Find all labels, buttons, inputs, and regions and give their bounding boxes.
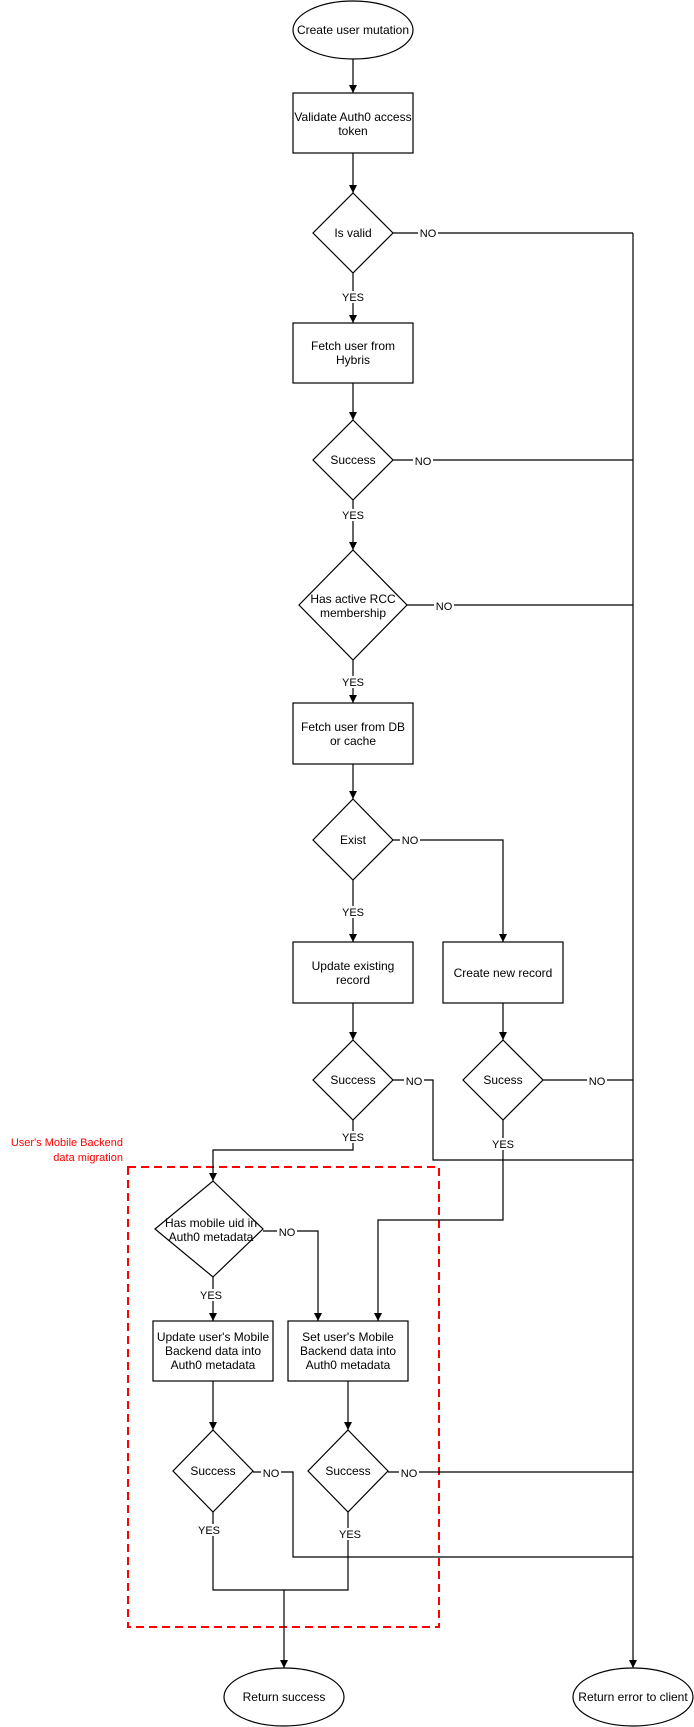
label-isvalid-yes: YES	[342, 292, 364, 304]
exist-node	[312, 798, 394, 881]
edge-exist-create	[393, 839, 507, 942]
edge-success4-no	[253, 1471, 633, 1558]
label-hasmobile-no: NO	[279, 1227, 296, 1239]
fetch-hybris-node	[292, 322, 414, 384]
update-mobile-label-line1: Update user's Mobile	[157, 1330, 270, 1344]
validate-token-node	[292, 92, 414, 154]
create-new-label: Create new record	[454, 966, 553, 980]
label-success5-no: NO	[401, 1468, 418, 1480]
fetch-db-label-line1: Fetch user from DB	[301, 720, 405, 734]
is-valid-node	[312, 192, 394, 274]
label-success2-yes: YES	[342, 1132, 364, 1144]
edge-success2-hasmobile	[209, 1120, 354, 1181]
success-4-label: Success	[190, 1464, 235, 1478]
edge-hasmobile-set	[263, 1230, 322, 1321]
label-hasrcc-yes: YES	[342, 677, 364, 689]
create-new-node	[442, 941, 564, 1004]
update-existing-label-line1: Update existing	[312, 959, 395, 973]
update-existing-node	[292, 941, 414, 1004]
node-labels: Create user mutation Validate Auth0 acce…	[157, 23, 689, 1704]
set-mobile-label-line2: Backend data into	[300, 1344, 396, 1358]
is-valid-label: Is valid	[334, 226, 371, 240]
label-exist-no: NO	[402, 835, 419, 847]
return-success-node	[223, 1667, 345, 1727]
set-mobile-node	[287, 1320, 409, 1382]
label-success4-no: NO	[263, 1468, 280, 1480]
validate-label-line2: token	[338, 124, 367, 138]
sucess-3-label: Sucess	[483, 1073, 522, 1087]
success-2-label: Success	[330, 1073, 375, 1087]
validate-label-line1: Validate Auth0 access	[294, 110, 411, 124]
label-success1-yes: YES	[342, 510, 364, 522]
start-node	[292, 0, 414, 60]
label-success4-yes: YES	[198, 1525, 220, 1537]
label-sucess3-no: NO	[589, 1076, 606, 1088]
has-rcc-label-line2: membership	[320, 606, 386, 620]
success-5-label: Success	[325, 1464, 370, 1478]
fetch-db-node	[292, 702, 414, 765]
success-1-node	[312, 419, 394, 501]
label-success2-no: NO	[406, 1076, 423, 1088]
return-error-node	[572, 1667, 694, 1727]
success-4-node	[172, 1429, 254, 1513]
update-existing-label-line2: record	[336, 973, 370, 987]
has-mobile-uid-node	[154, 1180, 264, 1278]
update-mobile-label-line3: Auth0 metadata	[171, 1358, 256, 1372]
fetch-hybris-label-line1: Fetch user from	[311, 339, 395, 353]
nodes	[152, 0, 694, 1727]
success-1-label: Success	[330, 453, 375, 467]
set-mobile-label-line1: Set user's Mobile	[302, 1330, 394, 1344]
migration-group-label-line1: User's Mobile Backend	[11, 1137, 123, 1149]
sucess-3-node	[462, 1039, 544, 1121]
update-mobile-label-line2: Backend data into	[165, 1344, 261, 1358]
update-mobile-node	[152, 1320, 274, 1382]
has-mobile-uid-label-line2: Auth0 metadata	[169, 1230, 254, 1244]
label-exist-yes: YES	[342, 907, 364, 919]
exist-label: Exist	[340, 833, 367, 847]
fetch-hybris-label-line2: Hybris	[336, 353, 370, 367]
edge-labels: NO YES NO YES NO YES NO YES NO YES NO YE…	[197, 227, 607, 1541]
set-mobile-label-line3: Auth0 metadata	[306, 1358, 391, 1372]
has-mobile-uid-label-line1: Has mobile uid in	[165, 1216, 257, 1230]
start-label: Create user mutation	[297, 23, 409, 37]
label-sucess3-yes: YES	[492, 1139, 514, 1151]
label-isvalid-no: NO	[420, 228, 437, 240]
success-2-node	[312, 1039, 394, 1121]
edges	[209, 59, 637, 1668]
edge-success4-yes	[212, 1512, 284, 1591]
success-5-node	[307, 1429, 389, 1513]
return-success-label: Return success	[243, 1690, 326, 1704]
fetch-db-label-line2: or cache	[330, 734, 376, 748]
label-success1-no: NO	[415, 456, 432, 468]
return-error-label: Return error to client	[578, 1690, 688, 1704]
edge-success5-yes	[280, 1512, 349, 1668]
has-rcc-label-line1: Has active RCC	[310, 592, 396, 606]
edge-sucess3-setmobile	[374, 1120, 504, 1321]
migration-group-label-line2: data migration	[53, 1152, 123, 1164]
label-hasrcc-no: NO	[436, 601, 453, 613]
has-rcc-node	[298, 549, 408, 661]
label-success5-yes: YES	[339, 1529, 361, 1541]
label-hasmobile-yes: YES	[200, 1290, 222, 1302]
